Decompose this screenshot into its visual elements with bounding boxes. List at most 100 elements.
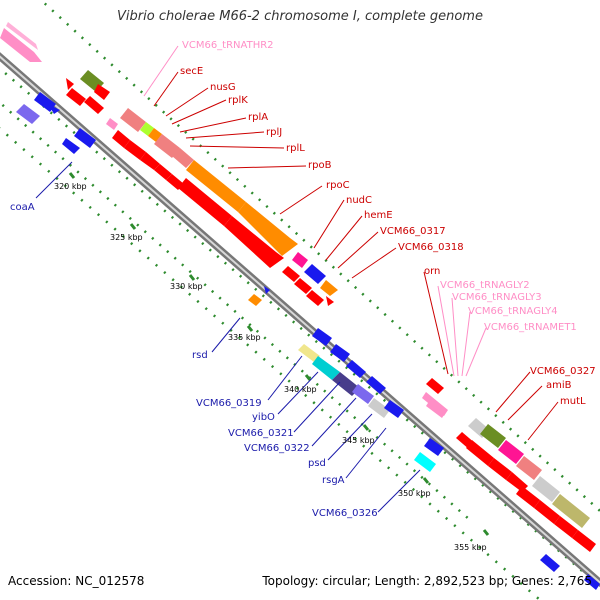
cds-gene[interactable] [306, 290, 324, 306]
gene[interactable] [120, 108, 146, 132]
orn-gene[interactable] [426, 378, 444, 394]
tick-label: 320 kbp [54, 182, 87, 191]
gene-label[interactable]: hemE [364, 210, 393, 221]
gene-label[interactable]: rpoC [326, 180, 350, 191]
rsga-gene[interactable] [414, 452, 436, 472]
gene-label[interactable]: VCM66_0321 [228, 428, 294, 439]
gene[interactable] [552, 494, 590, 528]
gene[interactable] [312, 356, 340, 380]
gene-label[interactable]: yibO [252, 412, 275, 423]
gene[interactable] [540, 554, 560, 572]
trna-gene[interactable] [6, 22, 38, 50]
gene-label[interactable]: VCM66_0322 [244, 443, 310, 454]
gene[interactable] [366, 376, 386, 394]
trna-gene[interactable] [426, 400, 446, 418]
cds-gene[interactable] [166, 174, 184, 190]
cds-gene[interactable] [282, 266, 300, 282]
gene-label[interactable]: VCM66_tRNAGLY2 [440, 280, 530, 291]
gene[interactable] [532, 476, 560, 502]
gene-label[interactable]: rpoB [308, 160, 332, 171]
accession-info: Accession: NC_012578 [8, 574, 145, 588]
rpoc-gene[interactable] [238, 202, 298, 256]
tick-label: 345 kbp [342, 436, 375, 445]
cds-gene[interactable] [534, 500, 560, 524]
tick-label: 330 kbp [170, 282, 203, 291]
reverse-strand-genes [16, 92, 600, 590]
gene[interactable] [346, 360, 366, 378]
gene[interactable] [332, 372, 360, 396]
gene[interactable] [74, 128, 96, 148]
cds-gene[interactable] [112, 130, 130, 148]
gene-label[interactable]: rplA [248, 112, 268, 123]
cds-gene[interactable] [294, 278, 312, 294]
tick-label: 355 kbp [454, 543, 487, 552]
cds-gene[interactable] [178, 178, 232, 226]
cds-gene[interactable] [554, 516, 578, 538]
cds-gene[interactable] [224, 216, 284, 268]
cds-gene[interactable] [84, 96, 104, 114]
gene-label[interactable]: nusG [210, 82, 236, 93]
scale-labels: 320 kbp 325 kbp 330 kbp 335 kbp 340 kbp … [54, 182, 487, 552]
gene[interactable] [16, 104, 40, 124]
trna-gene[interactable] [0, 28, 42, 62]
gene-label[interactable]: VCM66_0318 [398, 242, 464, 253]
gene-label[interactable]: VCM66_0319 [196, 398, 262, 409]
gene-label[interactable]: mutL [560, 396, 586, 407]
gene-label[interactable]: rplK [228, 95, 248, 106]
cds-gene[interactable] [94, 84, 110, 100]
gene[interactable] [330, 344, 350, 362]
cds-gene[interactable] [140, 152, 160, 170]
gene-label[interactable]: rplJ [266, 127, 282, 138]
map-title: Vibrio cholerae M66-2 chromosome I, comp… [117, 9, 483, 24]
cds-gene[interactable] [66, 78, 74, 90]
gene[interactable] [384, 400, 404, 418]
gene-label[interactable]: psd [308, 458, 326, 469]
cds-gene[interactable] [154, 164, 172, 180]
gene[interactable] [516, 456, 542, 480]
gene-label[interactable]: VCM66_tRNAGLY4 [468, 306, 558, 317]
cds-gene[interactable] [488, 458, 512, 480]
rpob-gene[interactable] [186, 160, 246, 212]
gene-label[interactable]: orn [424, 266, 440, 277]
gene-label[interactable]: secE [180, 66, 203, 77]
gene-label[interactable]: VCM66_tRNAMET1 [484, 322, 577, 333]
gene[interactable] [312, 328, 332, 346]
gene[interactable] [498, 440, 524, 464]
trna-gene[interactable] [106, 118, 118, 130]
gene[interactable] [140, 122, 154, 136]
gene[interactable] [480, 424, 506, 448]
gene-label[interactable]: nudC [346, 195, 372, 206]
gene[interactable] [368, 398, 390, 418]
gene[interactable] [584, 574, 600, 590]
gene[interactable] [320, 280, 338, 296]
rsd-gene[interactable] [248, 294, 262, 306]
cds-gene[interactable] [326, 296, 334, 306]
cds-gene[interactable] [66, 88, 86, 106]
gene[interactable] [48, 104, 60, 114]
cds-gene[interactable] [466, 440, 494, 466]
gene-label[interactable]: VCM66_tRNAGLY3 [452, 292, 542, 303]
gene[interactable] [298, 344, 320, 362]
gene[interactable] [352, 384, 374, 404]
cds-gene[interactable] [124, 140, 146, 160]
gene[interactable] [304, 264, 326, 284]
rsd-gene[interactable] [264, 286, 270, 294]
gene-label[interactable]: rsd [192, 350, 208, 361]
cds-gene[interactable] [516, 486, 540, 508]
gene[interactable] [62, 138, 80, 154]
gene-label[interactable]: rplL [286, 143, 305, 154]
cds-gene[interactable] [572, 530, 596, 552]
gene-label[interactable]: VCM66_0317 [380, 226, 446, 237]
gene-label[interactable]: amiB [546, 380, 572, 391]
gene-label[interactable]: rsgA [322, 475, 345, 486]
leader-lines [35, 45, 559, 513]
gene-label[interactable]: VCM66_0327 [530, 366, 596, 377]
gene-label[interactable]: VCM66_tRNATHR2 [182, 40, 274, 51]
gene-label[interactable]: VCM66_0326 [312, 508, 378, 519]
gene[interactable] [154, 134, 180, 158]
gene-label[interactable]: coaA [10, 202, 35, 213]
gene[interactable] [172, 148, 194, 168]
gene[interactable] [292, 252, 308, 268]
gene[interactable] [424, 438, 444, 456]
